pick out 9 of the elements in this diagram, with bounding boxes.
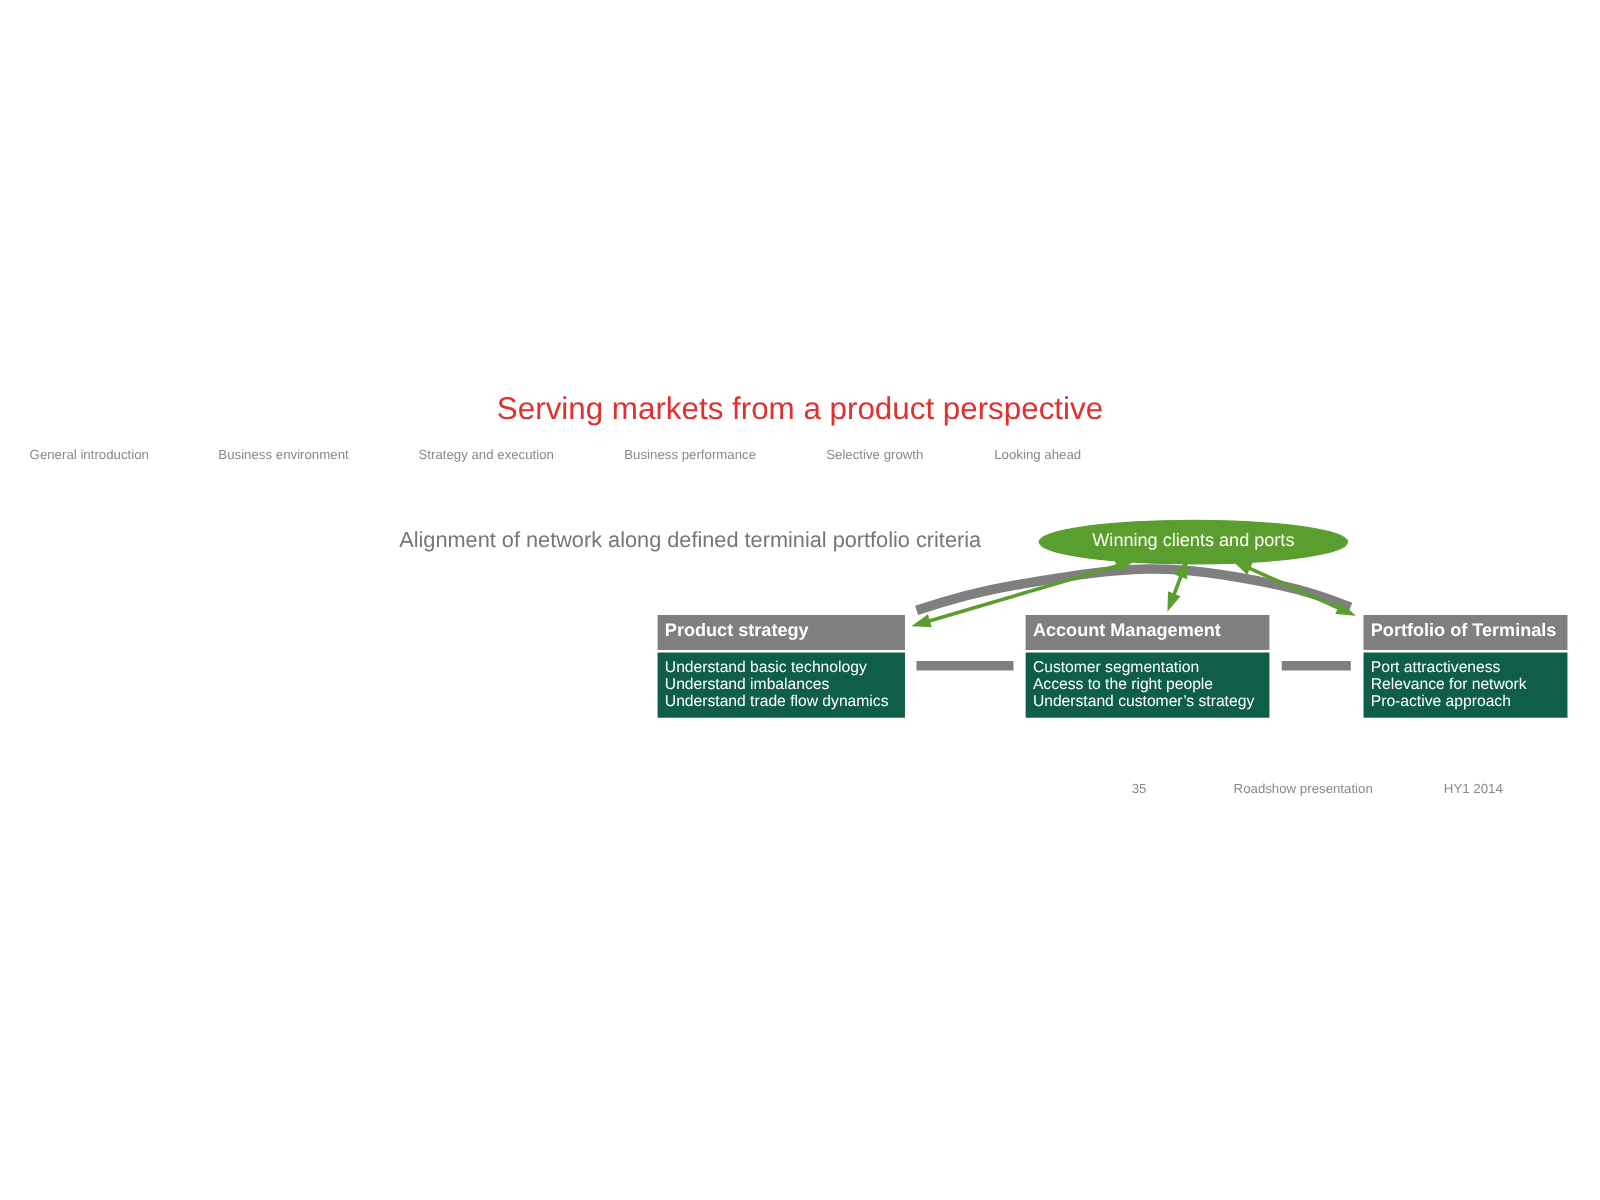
diagram-title: Serving markets from a product perspective <box>496 392 1104 427</box>
label: Alignment of network along defined terminial portfolio criteria <box>399 529 982 554</box>
connector <box>1281 660 1351 671</box>
arrow <box>1232 560 1356 616</box>
node-ellipse: Winning clients and ports <box>1038 519 1349 565</box>
arrow <box>1167 558 1188 612</box>
connector <box>915 564 1353 615</box>
connector <box>916 660 1014 671</box>
arrow <box>911 559 1136 628</box>
